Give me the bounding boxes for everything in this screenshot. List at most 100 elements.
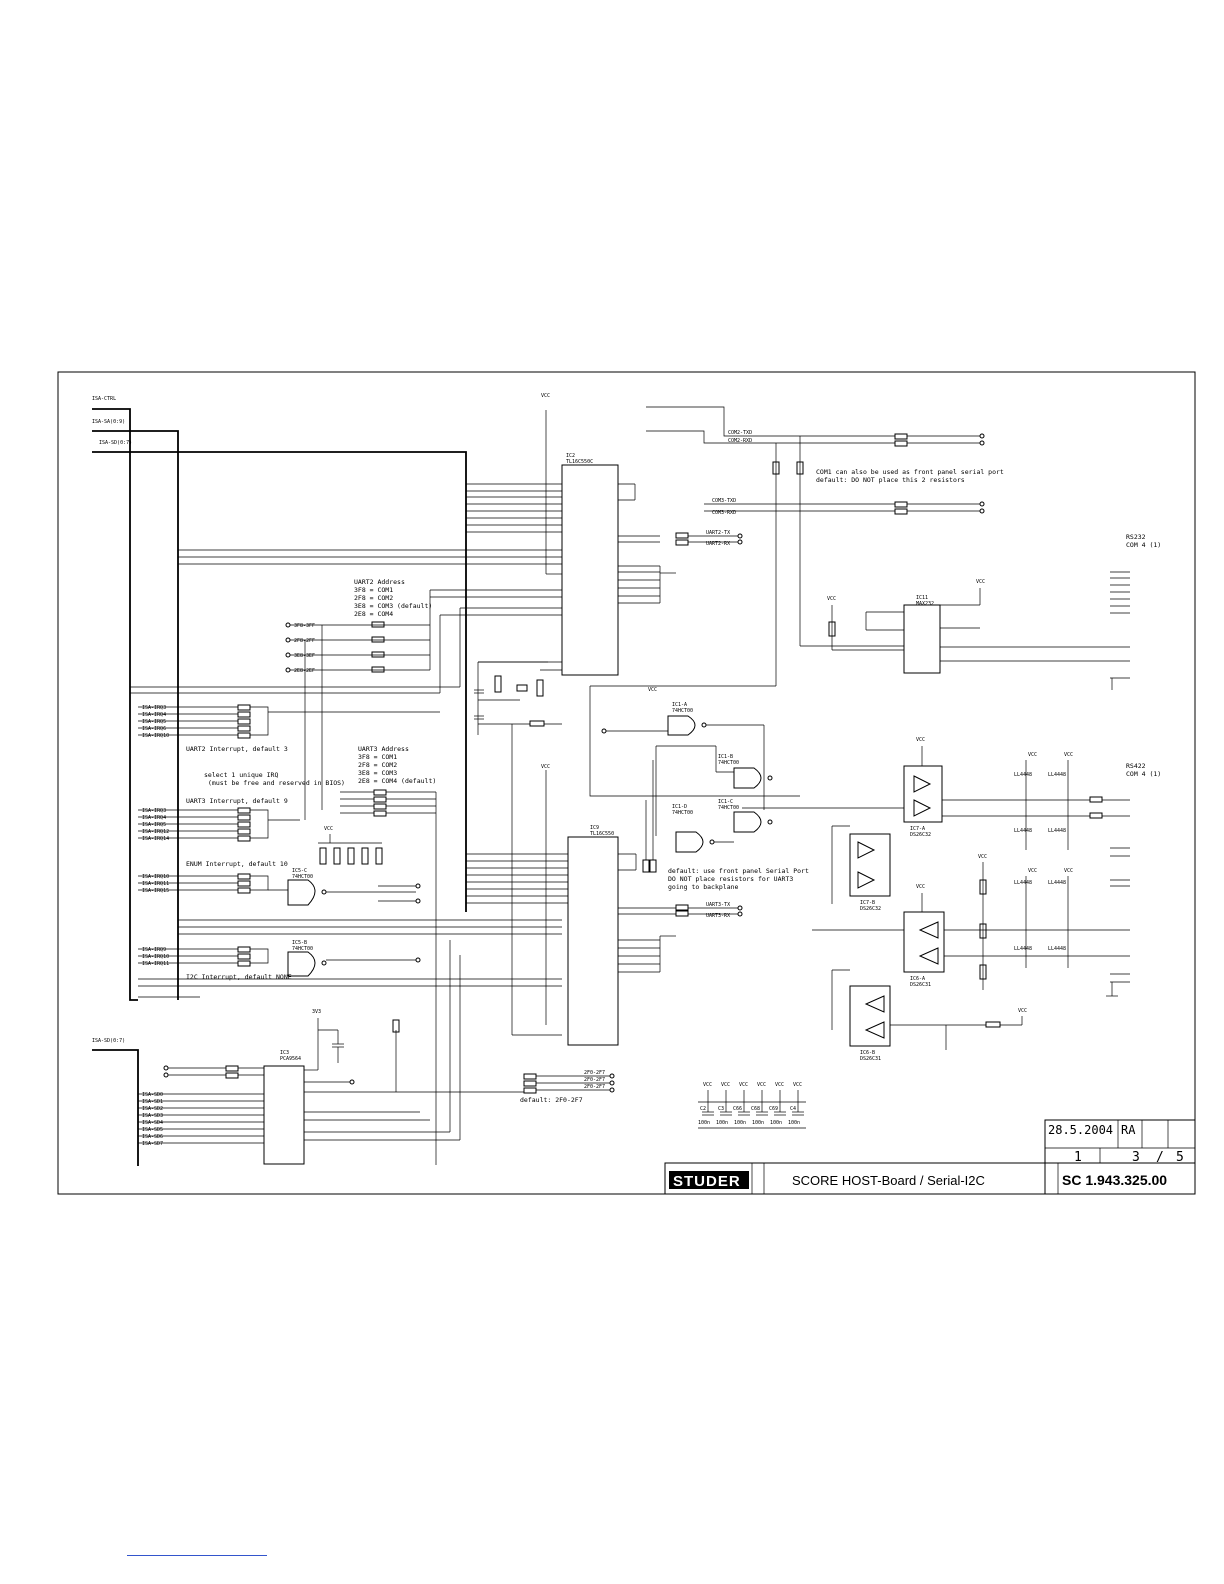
sheet-title: SCORE HOST-Board / Serial-I2C bbox=[792, 1173, 985, 1188]
uart3-rx: UART3-RX bbox=[706, 913, 730, 919]
sd-3: ISA-SD3 bbox=[142, 1113, 163, 1119]
irq-a-3: ISA-IRQ5 bbox=[142, 719, 166, 725]
ic5b-part: 74HCT00 bbox=[292, 946, 313, 952]
ic1c-ref: IC1-C bbox=[718, 799, 733, 805]
cap-c3: C3 bbox=[718, 1106, 724, 1112]
cap-val-3: 100n bbox=[734, 1120, 746, 1126]
ic7b-ref: IC7-B bbox=[860, 900, 875, 906]
sheet-border bbox=[57, 371, 1196, 1195]
uart2-line1: 3F8 = COM1 bbox=[354, 586, 393, 594]
ic6b-ref: IC6-B bbox=[860, 1050, 875, 1056]
irq-b-2: ISA-IRQ4 bbox=[142, 815, 166, 821]
vcc-ic1: VCC bbox=[648, 687, 657, 693]
isa-sd-bottom-1: ISA-SD(0:7) bbox=[92, 1038, 125, 1044]
irq-d-3: ISA-IRQ11 bbox=[142, 961, 169, 967]
default-note: default: use front panel Serial Port DO … bbox=[642, 760, 809, 891]
uart2-irq-note: UART2 Interrupt, default 3 bbox=[186, 745, 288, 753]
com1-note: COM1 can also be used as front panel ser… bbox=[816, 468, 1004, 484]
irq-d-1: ISA-IRQ9 bbox=[142, 947, 166, 953]
irq-select-1: select 1 unique IRQ bbox=[204, 771, 278, 779]
com2-rxd: COM2-RXD bbox=[728, 438, 752, 444]
rs422-title-2: COM 4 (1) bbox=[1126, 770, 1161, 778]
studer-logo-text: STUDER bbox=[673, 1173, 741, 1190]
irq-b-3: ISA-IRQ5 bbox=[142, 822, 166, 828]
uart3-irq-note: UART3 Interrupt, default 9 bbox=[186, 797, 288, 805]
vcc-enum: VCC bbox=[324, 826, 333, 832]
rs232-title-2: COM 4 (1) bbox=[1126, 541, 1161, 549]
i2c-addr-2: 2F0-2F7 bbox=[584, 1077, 605, 1083]
title-page: 3 bbox=[1132, 1150, 1140, 1165]
vcc-d1: VCC bbox=[1028, 752, 1037, 758]
ic2-part: TL16C550C bbox=[566, 459, 593, 465]
ic1a-ref: IC1-A bbox=[672, 702, 687, 708]
vcc-d4: VCC bbox=[1064, 868, 1073, 874]
irq-block-b: UART3 Interrupt, default 9 ISA-IRQ3 ISA-… bbox=[138, 797, 300, 842]
uart2-line3: 3E8 = COM3 (default) bbox=[354, 602, 432, 610]
enum-irq-block: ENUM Interrupt, default 10 ISA-IRQ10 ISA… bbox=[138, 826, 421, 906]
title-block: 28.5.2004 RA 1 3 / 5 STUDER SCORE HOST-B… bbox=[664, 1119, 1196, 1195]
sd-6: ISA-SD6 bbox=[142, 1134, 163, 1140]
enum-irq-note: ENUM Interrupt, default 10 bbox=[186, 860, 288, 868]
cap-vcc-5: VCC bbox=[775, 1082, 784, 1088]
irq-b-5: ISA-IRQ14 bbox=[142, 836, 169, 842]
ic11-ref: IC11 bbox=[916, 595, 928, 601]
default-2f0-note: default: 2F0-2F7 bbox=[520, 1096, 583, 1104]
sd-2: ISA-SD2 bbox=[142, 1106, 163, 1112]
com3-txd: COM3-TXD bbox=[712, 498, 736, 504]
ic7a-part: DS26C32 bbox=[910, 832, 931, 838]
ic1c-part: 74HCT00 bbox=[718, 805, 739, 811]
decoupling-caps: VCC VCC VCC VCC VCC VCC C2 C3 C66 C68 C6… bbox=[698, 1082, 806, 1129]
default-note-1: default: use front panel Serial Port bbox=[668, 867, 809, 875]
irq-d-2: ISA-IRQ10 bbox=[142, 954, 169, 960]
default-note-2: DO NOT place resistors for UART3 bbox=[668, 875, 793, 883]
ic11-part: MAX232 bbox=[916, 601, 934, 607]
i2c-irq-block: ISA-IRQ9 ISA-IRQ10 ISA-IRQ11 IC5-B 74HCT… bbox=[138, 919, 562, 987]
footer-link-underline bbox=[127, 1555, 267, 1556]
ic7a-ref: IC7-A bbox=[910, 826, 925, 832]
title-page-sep: / bbox=[1156, 1150, 1164, 1165]
vcc-r-rs422: VCC bbox=[978, 854, 987, 860]
ic2: IC2 TL16C550C bbox=[561, 453, 676, 676]
ic1d-part: 74HCT00 bbox=[672, 810, 693, 816]
diode-1: LL4448 bbox=[1014, 772, 1032, 778]
irq-c-3: ISA-IRQ15 bbox=[142, 888, 169, 894]
cap-c66: C66 bbox=[733, 1106, 742, 1112]
ic1-gates: IC1-A 74HCT00 IC1-D 74HCT00 IC1-B 74HCT0… bbox=[589, 685, 800, 853]
sd-4: ISA-SD4 bbox=[142, 1120, 163, 1126]
ic6a-part: DS26C31 bbox=[910, 982, 931, 988]
ic1a-part: 74HCT00 bbox=[672, 708, 693, 714]
addr-3f8: 3F8-3FF bbox=[294, 623, 315, 629]
cap-vcc-1: VCC bbox=[703, 1082, 712, 1088]
irq-b-4: ISA-IRQ12 bbox=[142, 829, 169, 835]
title-revision: 1 bbox=[1074, 1150, 1082, 1165]
ic1d-ref: IC1-D bbox=[672, 804, 687, 810]
vcc-d2: VCC bbox=[1064, 752, 1073, 758]
irq-a-4: ISA-IRQ6 bbox=[142, 726, 166, 732]
uart2-tx: UART2-TX bbox=[706, 530, 730, 536]
diode-6: LL4448 bbox=[1048, 880, 1066, 886]
irq-c-1: ISA-IRQ10 bbox=[142, 874, 169, 880]
sd-5: ISA-SD5 bbox=[142, 1127, 163, 1133]
uart2-outputs: UART2-TX UART2-RX bbox=[675, 530, 743, 547]
ic5b-ref: IC5-B bbox=[292, 940, 307, 946]
vcc-3v3: 3V3 bbox=[312, 1009, 321, 1015]
irq-a-5: ISA-IRQ10 bbox=[142, 733, 169, 739]
cap-c69: C69 bbox=[769, 1106, 778, 1112]
ic6a-ref: IC6-A bbox=[910, 976, 925, 982]
title-initials: RA bbox=[1121, 1123, 1136, 1137]
addr-3e8: 3E8-3EF bbox=[294, 653, 315, 659]
cap-vcc-6: VCC bbox=[793, 1082, 802, 1088]
i2c-address-decode: 2F0-2F7 2F0-2F7 2F0-2F7 default: 2F0-2F7 bbox=[396, 1070, 615, 1104]
vcc-ic9: VCC bbox=[541, 764, 550, 770]
isa-ctrl-label: ISA-CTRL bbox=[92, 396, 116, 402]
ic2-wiring bbox=[178, 410, 562, 735]
com-top-wiring: COM2-TXD COM2-RXD COM3-TXD COM3-RXD bbox=[646, 406, 985, 686]
ic2-ref: IC2 bbox=[566, 453, 575, 459]
cap-val-4: 100n bbox=[752, 1120, 764, 1126]
uart2-rx: UART2-RX bbox=[706, 541, 730, 547]
addr-2f8: 2F8-2FF bbox=[294, 638, 315, 644]
isa-top-labels: ISA-CTRL ISA-SA(0:9) ISA-SD(0:7) bbox=[92, 396, 132, 446]
default-note-3: going to backplane bbox=[668, 883, 739, 891]
cap-val-2: 100n bbox=[716, 1120, 728, 1126]
